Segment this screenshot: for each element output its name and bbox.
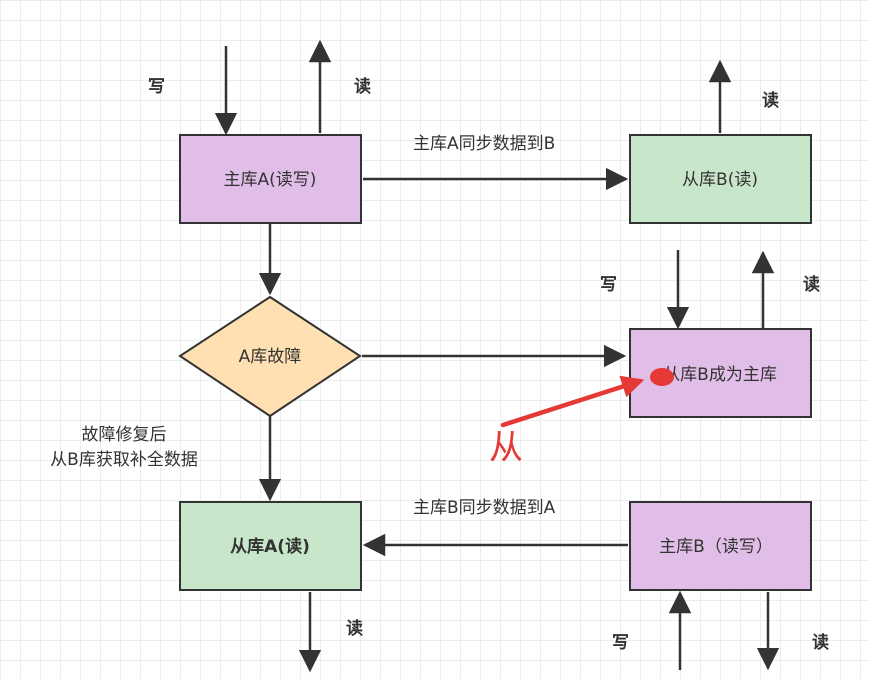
node-slave-b-box — [629, 134, 812, 224]
read-label: 读 — [803, 274, 820, 295]
read-label: 读 — [812, 632, 829, 653]
node-promoted-b: 从库B成为主库 — [629, 328, 812, 418]
node-master-a-label: 主库A(读写) — [224, 170, 317, 190]
red-annotation-blot — [650, 368, 674, 386]
read-label: 读 — [346, 618, 363, 639]
node-fault: A库故障 — [178, 295, 362, 418]
red-annotation-text: 从 — [489, 428, 523, 468]
node-master-a-box — [179, 134, 362, 224]
node-promoted-b-label: 从库B成为主库 — [663, 365, 777, 385]
sync-a-to-b-label: 主库A同步数据到B — [413, 134, 555, 154]
node-slave-b-label: 从库B(读) — [682, 170, 758, 190]
node-master-b: 主库B（读写） — [629, 501, 812, 591]
recover-text-line1: 故障修复后 — [82, 425, 167, 445]
sync-b-to-a-label: 主库B同步数据到A — [413, 498, 556, 518]
node-master-a: 主库A(读写) — [179, 134, 362, 224]
node-master-b-label: 主库B（读写） — [659, 537, 773, 557]
write-label: 写 — [612, 633, 629, 653]
node-master-b-box — [629, 501, 812, 591]
write-label: 写 — [600, 275, 617, 295]
node-slave-a-label: 从库A(读) — [230, 536, 310, 557]
red-annotation: 从 — [489, 368, 674, 468]
read-label: 读 — [762, 90, 779, 111]
node-slave-a-box — [179, 501, 362, 591]
read-label: 读 — [354, 76, 371, 97]
red-annotation-arrow — [500, 375, 645, 428]
node-slave-b: 从库B(读) — [629, 134, 812, 224]
node-promoted-b-box — [629, 328, 812, 418]
write-label: 写 — [148, 77, 165, 97]
node-fault-label: A库故障 — [239, 347, 302, 367]
node-slave-a: 从库A(读) — [179, 501, 362, 591]
recover-text-line2: 从B库获取补全数据 — [50, 450, 198, 470]
